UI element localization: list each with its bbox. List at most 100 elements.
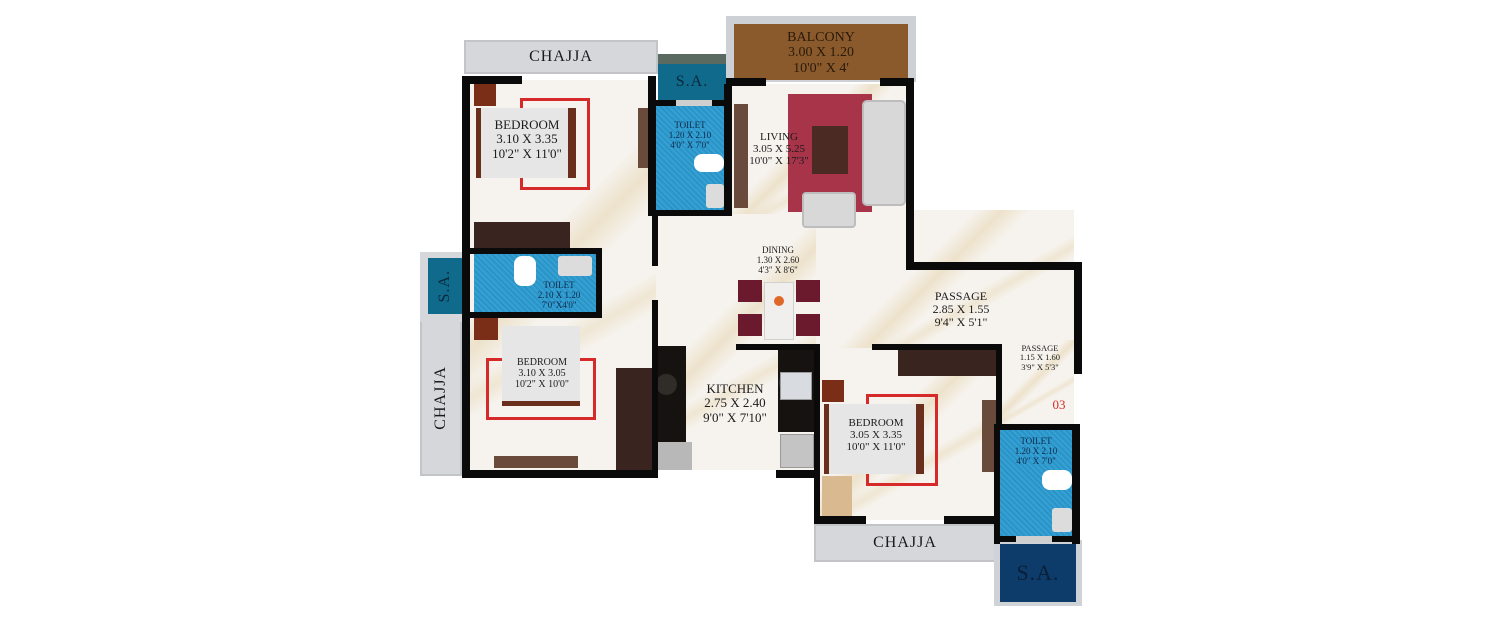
kitchen-metric: 2.75 X 2.40 bbox=[704, 395, 766, 411]
balcony-metric: 3.00 X 1.20 bbox=[787, 45, 855, 61]
sofa-icon bbox=[862, 100, 906, 206]
wall bbox=[470, 312, 600, 318]
side-table-icon bbox=[474, 84, 496, 106]
wall bbox=[726, 78, 766, 86]
dining-chair-icon bbox=[738, 314, 762, 336]
toilet-2-name: TOILET bbox=[543, 280, 575, 290]
dining-chair-icon bbox=[796, 314, 820, 336]
wall bbox=[652, 216, 658, 266]
wall bbox=[462, 76, 522, 84]
bedroom-1-metric: 3.10 X 3.35 bbox=[496, 131, 558, 147]
bedroom-3-name: BEDROOM bbox=[848, 417, 904, 429]
wall bbox=[648, 210, 728, 216]
wall bbox=[462, 76, 470, 476]
wall bbox=[1072, 424, 1080, 544]
wall bbox=[872, 344, 1002, 350]
wall bbox=[712, 100, 732, 106]
side-table-icon bbox=[474, 318, 498, 340]
wall bbox=[996, 344, 1002, 430]
chajja-top: CHAJJA bbox=[464, 40, 658, 74]
kitchen-sink-icon bbox=[780, 434, 814, 468]
passage-2-name: PASSAGE bbox=[1021, 343, 1059, 353]
bedroom-2-metric: 3.10 X 3.05 bbox=[518, 368, 566, 379]
dining-name: DINING bbox=[762, 245, 794, 255]
wardrobe-icon bbox=[898, 350, 996, 376]
chajja-left-label: CHAJJA bbox=[432, 366, 449, 430]
tv-unit-icon bbox=[494, 456, 578, 468]
bedroom-2-name: BEDROOM bbox=[516, 357, 567, 368]
dining-table-icon bbox=[764, 282, 794, 340]
service-area-left: S.A. bbox=[428, 258, 462, 314]
wall bbox=[996, 424, 1080, 430]
balcony-imperial: 10'0" X 4' bbox=[793, 60, 849, 76]
wall bbox=[994, 536, 1016, 542]
toilet-2-imperial: 7'0"X4'0" bbox=[541, 300, 577, 310]
bed-icon bbox=[476, 108, 576, 178]
kitchen-counter-left bbox=[658, 346, 686, 442]
wc-icon bbox=[1042, 470, 1072, 490]
wall bbox=[1052, 536, 1080, 542]
wall bbox=[776, 470, 820, 478]
passage-2-imperial: 3'9" X 5'3" bbox=[1021, 361, 1059, 372]
passage-1-metric: 2.85 X 1.55 bbox=[932, 302, 990, 317]
bedroom-1-imperial: 10'2" X 11'0" bbox=[492, 145, 562, 161]
wall bbox=[944, 516, 1000, 524]
wall bbox=[880, 78, 914, 86]
dining-chair-icon bbox=[738, 280, 762, 302]
wall bbox=[1074, 262, 1082, 374]
wall bbox=[652, 300, 658, 472]
toilet-2: TOILET 2.10 X 1.20 7'0"X4'0" bbox=[474, 254, 598, 314]
passage-2-metric: 1.15 X 1.60 bbox=[1019, 352, 1061, 363]
wall bbox=[906, 78, 914, 268]
living-name: LIVING bbox=[760, 131, 798, 143]
toilet-3-name: TOILET bbox=[1020, 436, 1052, 446]
bedroom-2-imperial: 10'2" X 10'0" bbox=[515, 379, 569, 390]
wall bbox=[462, 470, 658, 478]
service-area-top: S.A. bbox=[658, 54, 726, 100]
dining-metric: 1.30 X 2.60 bbox=[756, 254, 800, 265]
living-metric: 3.05 X 5.25 bbox=[753, 143, 805, 156]
toilet-1-metric: 1.20 X 2.10 bbox=[668, 130, 712, 140]
unit-number: 03 bbox=[1052, 397, 1066, 412]
dining-imperial: 4'3" X 8'6" bbox=[758, 264, 798, 275]
wall bbox=[736, 344, 820, 350]
toilet-1: TOILET 1.20 X 2.10 4'0" X 7'0" bbox=[654, 106, 726, 212]
floor-passage2 bbox=[1000, 340, 1074, 426]
floor-passage bbox=[816, 210, 1074, 350]
wall bbox=[648, 100, 676, 106]
toilet-3: TOILET 1.20 X 2.10 4'0" X 7'0" bbox=[1000, 430, 1072, 538]
wall bbox=[596, 248, 602, 318]
bed-icon bbox=[502, 326, 580, 406]
fruit-bowl-icon bbox=[774, 296, 784, 306]
bedroom-3-metric: 3.05 X 3.35 bbox=[850, 429, 902, 442]
toilet-1-name: TOILET bbox=[674, 120, 706, 130]
wc-icon bbox=[514, 256, 536, 286]
gas-stove-icon bbox=[780, 372, 812, 400]
chajja-bottom-label: CHAJJA bbox=[873, 534, 937, 551]
wall bbox=[470, 248, 600, 254]
toilet-3-metric: 1.20 X 2.10 bbox=[1014, 446, 1058, 456]
armchair-icon bbox=[802, 192, 856, 228]
side-table-icon bbox=[822, 380, 844, 402]
toilet-3-imperial: 4'0" X 7'0" bbox=[1016, 456, 1056, 466]
study-table-icon bbox=[822, 476, 852, 516]
chajja-bottom: CHAJJA bbox=[814, 524, 996, 562]
balcony: BALCONY 3.00 X 1.20 10'0" X 4' bbox=[726, 16, 916, 82]
wall bbox=[814, 516, 866, 524]
wc-icon bbox=[694, 154, 724, 172]
wall bbox=[994, 424, 1000, 544]
refrigerator-icon bbox=[656, 442, 692, 470]
wardrobe-icon bbox=[474, 222, 570, 250]
wall bbox=[724, 84, 732, 216]
bed-icon bbox=[824, 404, 924, 474]
service-area-bottom-label: S.A. bbox=[1016, 560, 1060, 585]
service-area-bottom: S.A. bbox=[1000, 544, 1076, 602]
washbasin-icon bbox=[1052, 508, 1072, 532]
wall bbox=[648, 76, 656, 216]
toilet-1-imperial: 4'0" X 7'0" bbox=[670, 140, 710, 150]
chajja-left: CHAJJA bbox=[420, 320, 462, 476]
kitchen-name: KITCHEN bbox=[706, 381, 764, 396]
bedroom-3-imperial: 10'0" X 11'0" bbox=[846, 441, 906, 454]
chajja-top-label: CHAJJA bbox=[529, 48, 593, 65]
